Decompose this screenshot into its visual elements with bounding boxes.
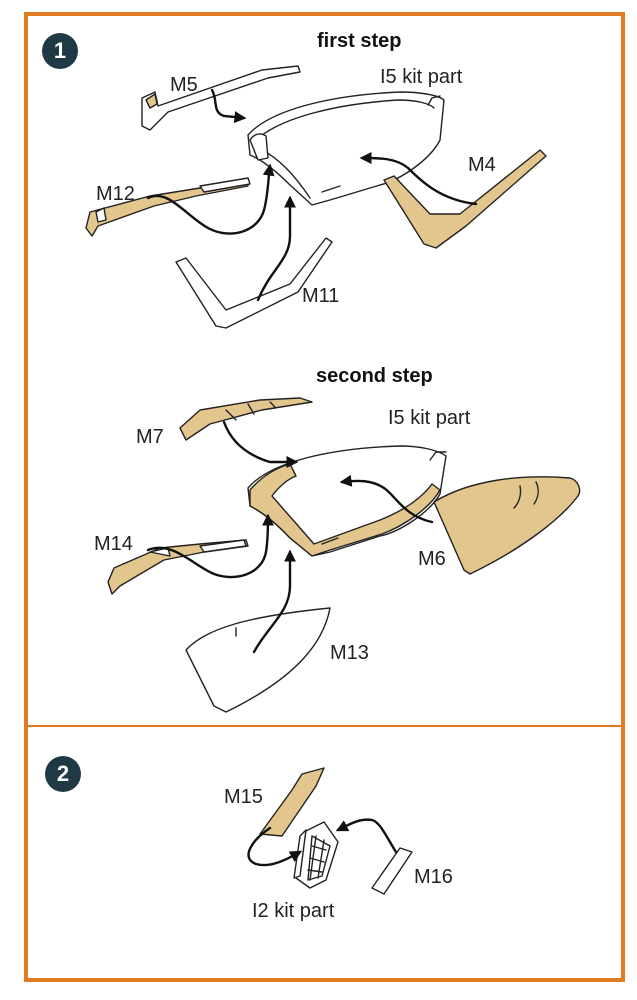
label-m5: M5 bbox=[170, 74, 198, 96]
i2-kit-part-label: I2 kit part bbox=[252, 900, 335, 922]
part-m14 bbox=[107, 539, 249, 595]
label-m12: M12 bbox=[96, 183, 135, 205]
label-m16: M16 bbox=[414, 866, 453, 888]
canopy-i5-first bbox=[247, 91, 445, 206]
part-m12 bbox=[85, 177, 251, 237]
label-m15: M15 bbox=[224, 786, 263, 808]
step-2-badge: 2 bbox=[45, 756, 81, 792]
first-kit-part-label: I5 kit part bbox=[380, 66, 463, 88]
label-m13: M13 bbox=[330, 642, 369, 664]
label-m6: M6 bbox=[418, 548, 446, 570]
label-m11: M11 bbox=[302, 285, 340, 307]
part-m16 bbox=[371, 847, 413, 895]
first-step-heading: first step bbox=[317, 30, 402, 52]
second-kit-part-label: I5 kit part bbox=[388, 407, 471, 429]
part-m4 bbox=[383, 149, 547, 249]
second-step-heading: second step bbox=[316, 365, 433, 387]
part-m13 bbox=[185, 607, 331, 713]
part-m7 bbox=[179, 397, 313, 441]
label-m7: M7 bbox=[136, 426, 164, 448]
part-m5 bbox=[141, 65, 301, 131]
part-m15 bbox=[259, 767, 325, 837]
part-m6 bbox=[433, 476, 581, 575]
label-m14: M14 bbox=[94, 533, 133, 555]
label-m4: M4 bbox=[468, 154, 496, 176]
step-1-badge: 1 bbox=[42, 33, 78, 69]
part-m11 bbox=[175, 237, 333, 329]
part-i2 bbox=[293, 821, 339, 889]
